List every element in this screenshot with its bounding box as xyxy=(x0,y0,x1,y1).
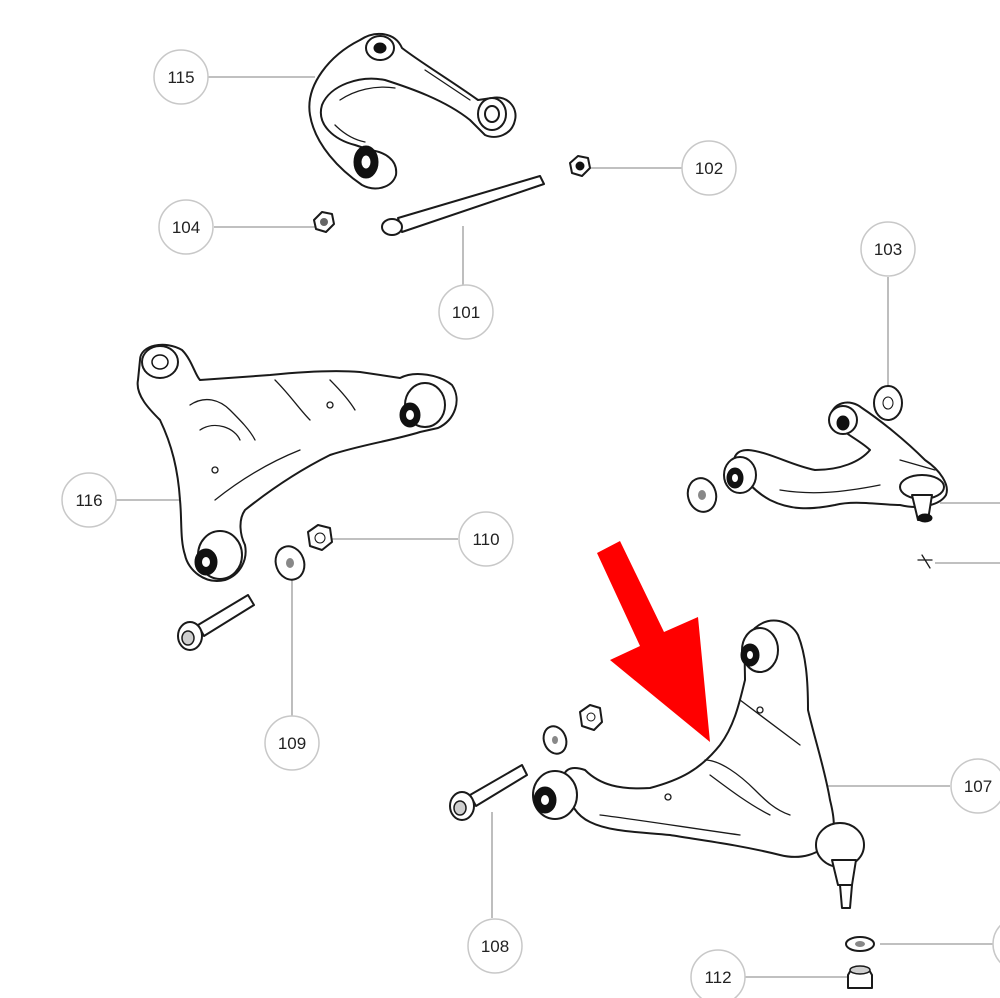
leader-lines xyxy=(116,76,1000,978)
red-arrow xyxy=(597,541,710,742)
callout-116[interactable]: 116 xyxy=(61,472,117,528)
callout-110[interactable]: 110 xyxy=(458,511,514,567)
callout-116-label: 116 xyxy=(75,491,102,510)
callout-104-label: 104 xyxy=(172,218,200,237)
callout-112[interactable]: 112 xyxy=(690,949,746,998)
washer-nut-set xyxy=(542,704,603,755)
nut-104 xyxy=(313,211,335,233)
upper-control-arm-115 xyxy=(308,32,517,190)
callout-102[interactable]: 102 xyxy=(681,140,737,196)
cam-bolt xyxy=(177,594,255,651)
callout-107-label: 107 xyxy=(964,777,992,796)
callout-109-label: 109 xyxy=(278,734,306,753)
callout-109[interactable]: 109 xyxy=(264,715,320,771)
callout-108[interactable]: 108 xyxy=(467,918,523,974)
callouts: 115 102 104 101 103 116 110 109 xyxy=(61,49,1000,998)
nut-102 xyxy=(569,155,591,177)
callout-101-label: 101 xyxy=(452,303,480,322)
washer-109 xyxy=(274,545,306,581)
bolt-108 xyxy=(449,764,528,821)
callout-112-label: 112 xyxy=(704,968,731,987)
callout-102-label: 102 xyxy=(695,159,723,178)
callout-108-label: 108 xyxy=(481,937,509,956)
callout-110-label: 110 xyxy=(472,530,499,549)
red-arrow-shape xyxy=(597,541,710,742)
callout-103-label: 103 xyxy=(874,240,902,259)
bolt-101 xyxy=(381,175,545,236)
callout-115-label: 115 xyxy=(167,68,194,87)
lower-control-arm-107 xyxy=(532,619,865,909)
callout-101[interactable]: 101 xyxy=(438,284,494,340)
callout-partial xyxy=(992,924,1000,964)
lower-control-arm-116 xyxy=(136,343,458,582)
nut-112 xyxy=(845,936,875,989)
callout-115[interactable]: 115 xyxy=(153,49,209,105)
callout-103[interactable]: 103 xyxy=(860,221,916,277)
callout-104[interactable]: 104 xyxy=(158,199,214,255)
upper-control-arm-103 xyxy=(686,385,948,569)
nut-110 xyxy=(307,524,333,551)
callout-107[interactable]: 107 xyxy=(950,758,1000,814)
